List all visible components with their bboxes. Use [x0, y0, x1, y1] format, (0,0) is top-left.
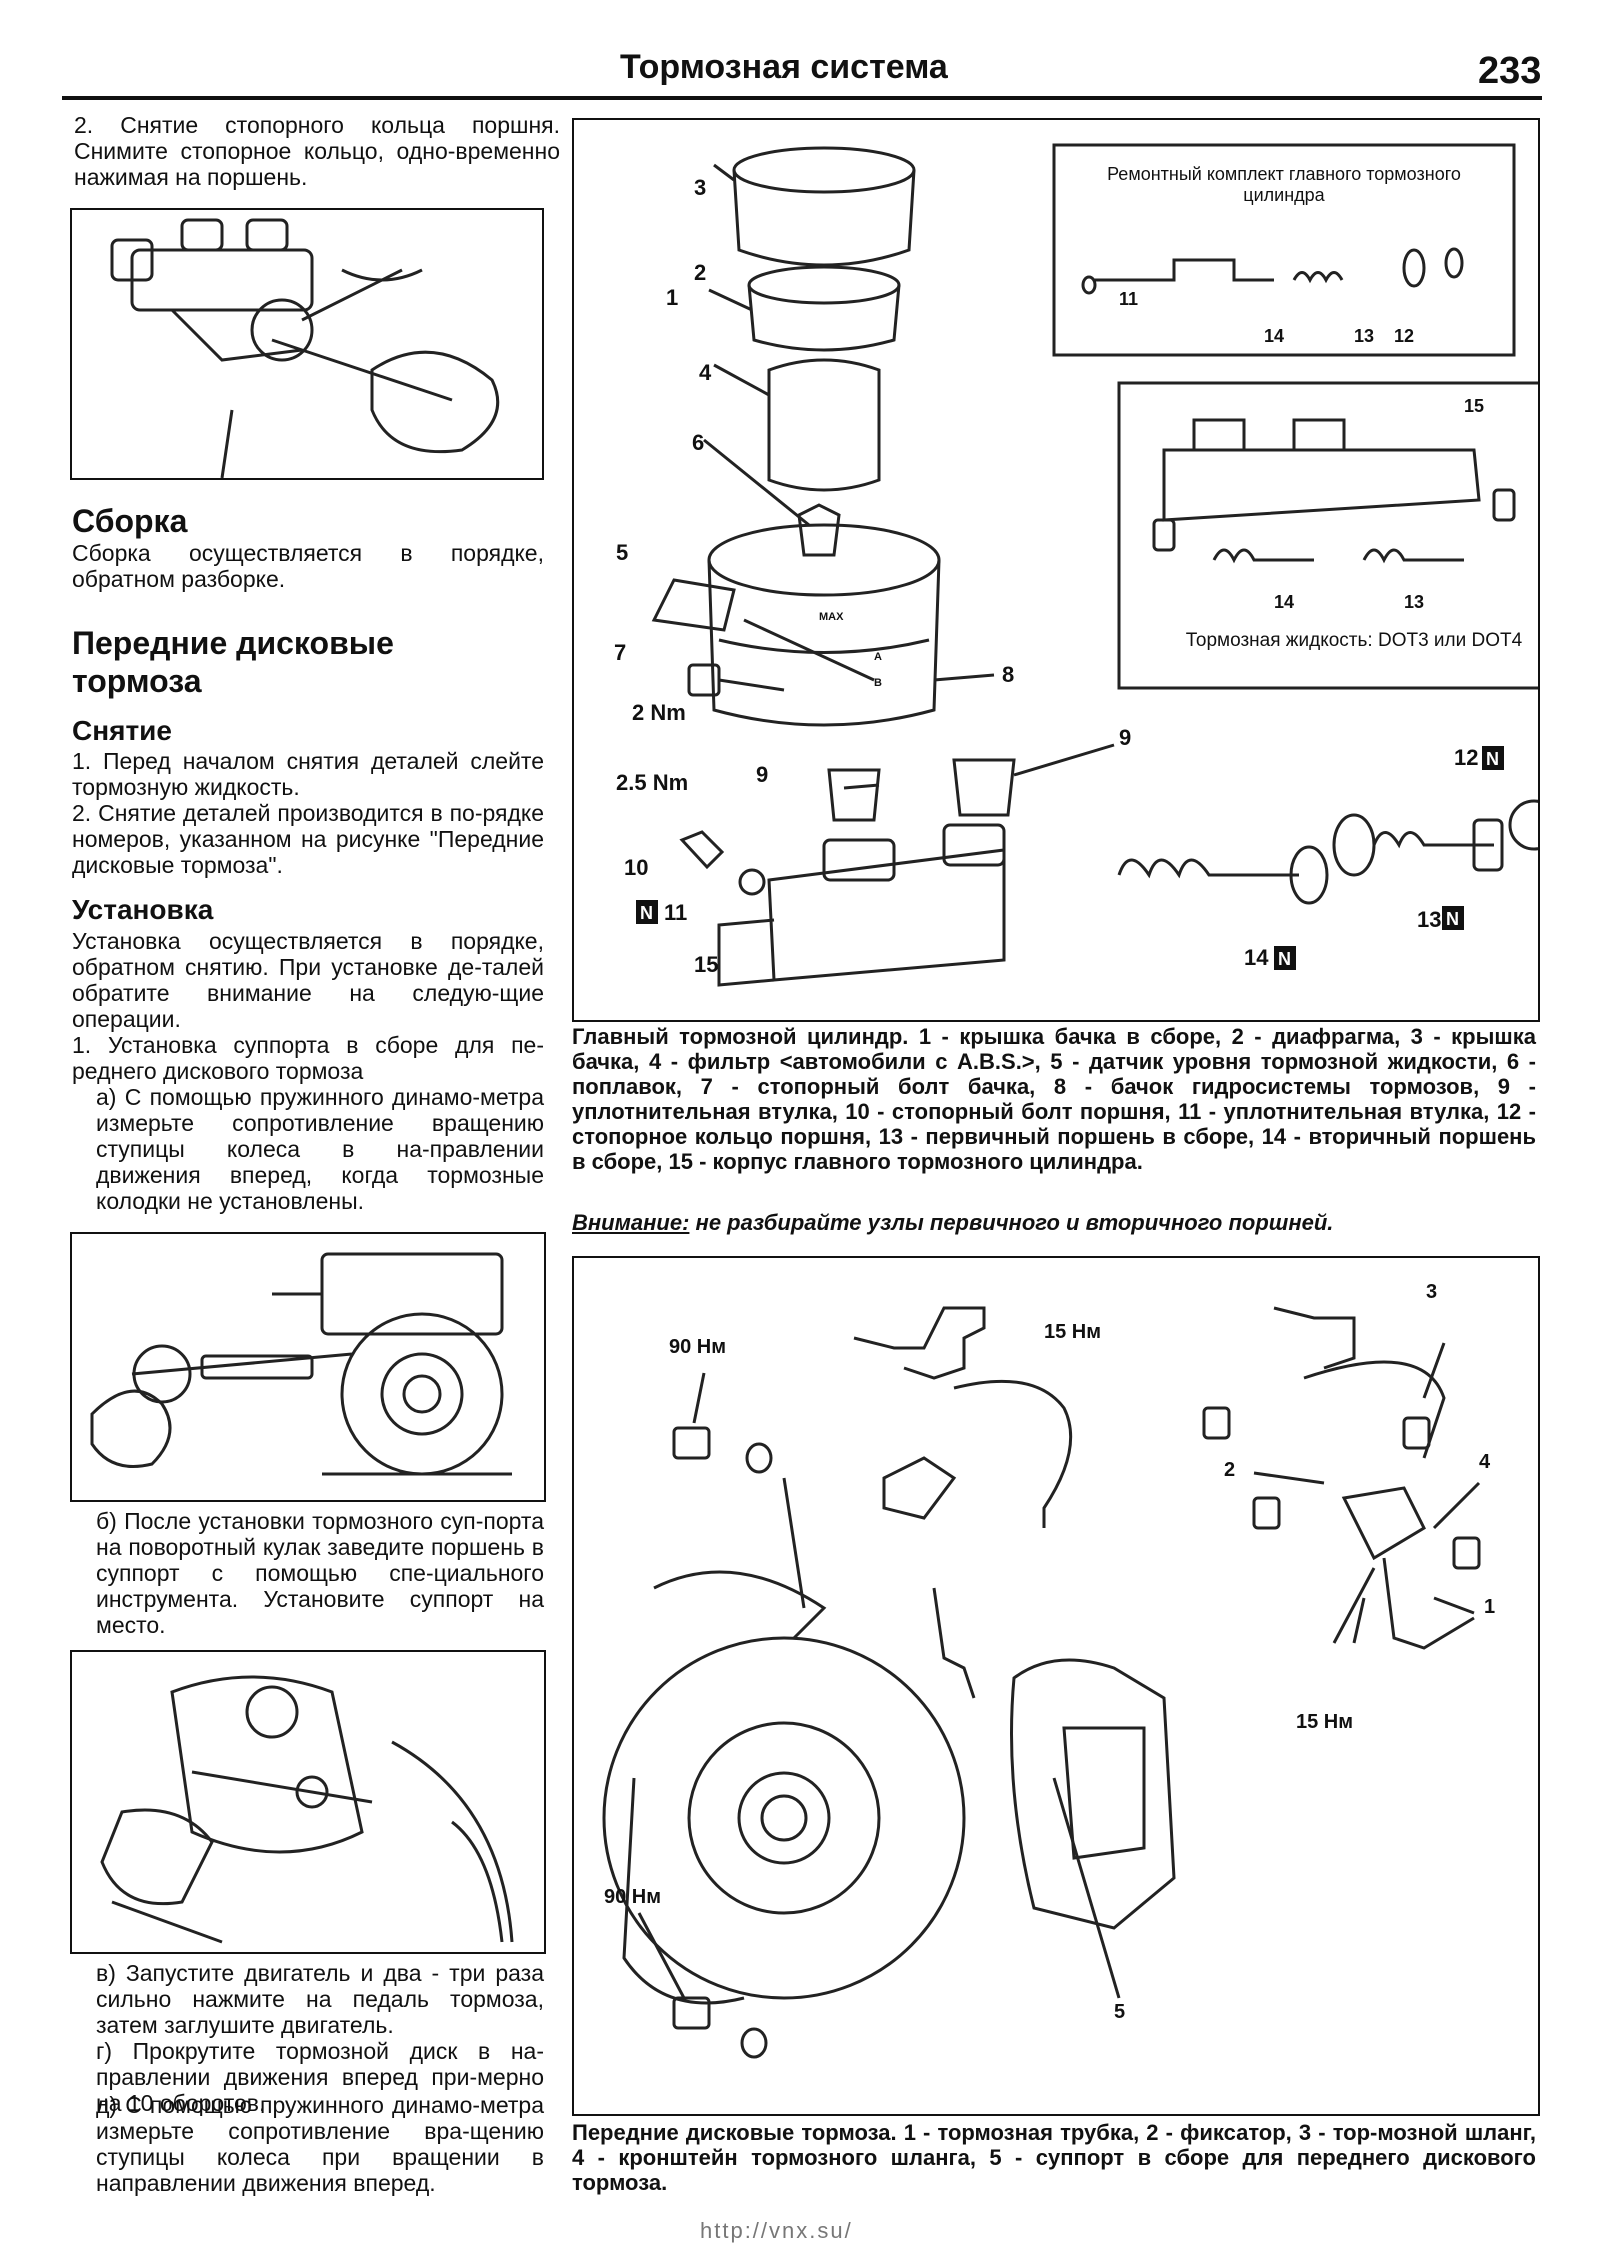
front-callout-4: 4 — [1479, 1451, 1491, 1473]
figure-snap-ring-removal — [70, 208, 544, 480]
warning-note: Внимание: не разбирайте узлы первичного … — [572, 1210, 1536, 1236]
callout-6: 6 — [692, 430, 704, 455]
torque-15-top: 15 Нм — [1044, 1321, 1101, 1343]
removal-step-1: 1. Перед началом снятия деталей слейте т… — [72, 748, 544, 800]
kit-callout-14: 14 — [1264, 326, 1284, 346]
front-disc-brake-diagram: 90 Нм 15 Нм 15 Нм 90 Нм 1 2 3 4 5 — [602, 1281, 1495, 2059]
callout-15: 15 — [694, 952, 718, 977]
warning-label: Внимание: — [572, 1210, 690, 1235]
n-badge-11: N — [640, 903, 653, 923]
front-brakes-caption: Передние дисковые тормоза. 1 - тормозная… — [572, 2120, 1536, 2195]
install-step-1v: в) Запустите двигатель и два - три раза … — [96, 1960, 544, 2038]
callout-4: 4 — [699, 360, 712, 385]
snap-ring-illustration — [110, 218, 500, 479]
front-callout-1: 1 — [1484, 1596, 1495, 1618]
footer-url: http://vnx.su/ — [700, 2218, 853, 2243]
callout-9b: 9 — [1119, 725, 1131, 750]
section-heading: Передние дисковые тормоза — [72, 625, 394, 699]
callout-13: 13 — [1417, 907, 1441, 932]
callout-12: 12 — [1454, 745, 1478, 770]
kit-callout-12: 12 — [1394, 326, 1414, 346]
install-step-1: 1. Установка суппорта в сборе для пе-ред… — [72, 1032, 544, 1084]
front-callout-3: 3 — [1426, 1281, 1437, 1303]
header-rule — [62, 96, 1542, 100]
b-mark: B — [874, 677, 882, 689]
callout-9a: 9 — [756, 762, 768, 787]
torque-15-right: 15 Нм — [1296, 1711, 1353, 1733]
figure-caliper-piston — [70, 1650, 546, 1954]
insert-callout-13: 13 — [1404, 592, 1424, 612]
page-title: Тормозная система — [620, 48, 948, 86]
callout-14: 14 — [1244, 945, 1269, 970]
figure-front-disc-brakes: 90 Нм 15 Нм 15 Нм 90 Нм 1 2 3 4 5 — [572, 1256, 1540, 2116]
a-mark: A — [874, 651, 882, 663]
torque-10: 2.5 Nm — [616, 770, 688, 795]
assembly-heading: Сборка — [72, 503, 188, 539]
kit-callout-13: 13 — [1354, 326, 1374, 346]
torque-7: 2 Nm — [632, 700, 686, 725]
fluid-note: Тормозная жидкость: DOT3 или DOT4 — [1185, 630, 1523, 651]
figure-master-cylinder: 1 2 3 4 5 6 7 8 9 9 10 11 12 13 14 15 MA… — [572, 118, 1591, 1022]
callout-2: 2 — [694, 260, 706, 285]
install-step-1d: д) С помощью пружинного динамо-метра изм… — [96, 2092, 544, 2196]
install-text: Установка осуществляется в порядке, обра… — [72, 928, 544, 1032]
master-cylinder-diagram: 1 2 3 4 5 6 7 8 9 9 10 11 12 13 14 15 MA… — [614, 143, 1591, 987]
n-badge-13: N — [1446, 909, 1459, 929]
spring-scale-illustration — [90, 1252, 512, 1476]
install-heading: Установка — [72, 894, 214, 925]
callout-11: 11 — [664, 900, 687, 925]
assembly-text: Сборка осуществляется в порядке, обратно… — [72, 540, 544, 592]
n-badge-12: N — [1486, 749, 1499, 769]
callout-8: 8 — [1002, 662, 1014, 687]
front-callout-5: 5 — [1114, 2001, 1125, 2023]
kit-callout-11: 11 — [1119, 289, 1138, 309]
install-step-1a: а) С помощью пружинного динамо-метра изм… — [96, 1084, 544, 1214]
front-callout-2: 2 — [1224, 1459, 1235, 1481]
figure-spring-scale — [70, 1232, 546, 1502]
master-cylinder-caption: Главный тормозной цилиндр. 1 - крышка ба… — [572, 1024, 1536, 1174]
callout-1: 1 — [666, 285, 678, 310]
n-badges: N N N N — [636, 746, 1504, 970]
removal-step-2: 2. Снятие деталей производится в по-рядк… — [72, 800, 544, 878]
torque-90-top: 90 Нм — [669, 1336, 726, 1358]
step-2-text: 2. Снятие стопорного кольца поршня. Сним… — [74, 112, 560, 190]
callout-7: 7 — [614, 640, 626, 665]
install-step-1b: б) После установки тормозного суп-порта … — [96, 1508, 544, 1638]
callout-3: 3 — [694, 175, 706, 200]
insert-callout-14: 14 — [1274, 592, 1294, 612]
warning-text: не разбирайте узлы первичного и вторично… — [689, 1210, 1334, 1235]
callout-10: 10 — [624, 855, 648, 880]
callout-5: 5 — [616, 540, 628, 565]
insert-callout-15: 15 — [1464, 396, 1484, 416]
repair-kit-title: Ремонтный комплект главного тормозного ц… — [1107, 164, 1461, 205]
max-mark: MAX — [819, 611, 844, 623]
caliper-piston-illustration — [100, 1675, 514, 1944]
install-step-1g: г) Прокрутите тормозной диск в на-правле… — [96, 2038, 544, 2116]
page-number: 233 — [1478, 50, 1542, 92]
n-badge-14: N — [1278, 949, 1291, 969]
removal-heading: Снятие — [72, 715, 172, 746]
torque-90-bottom: 90 Нм — [604, 1886, 661, 1908]
